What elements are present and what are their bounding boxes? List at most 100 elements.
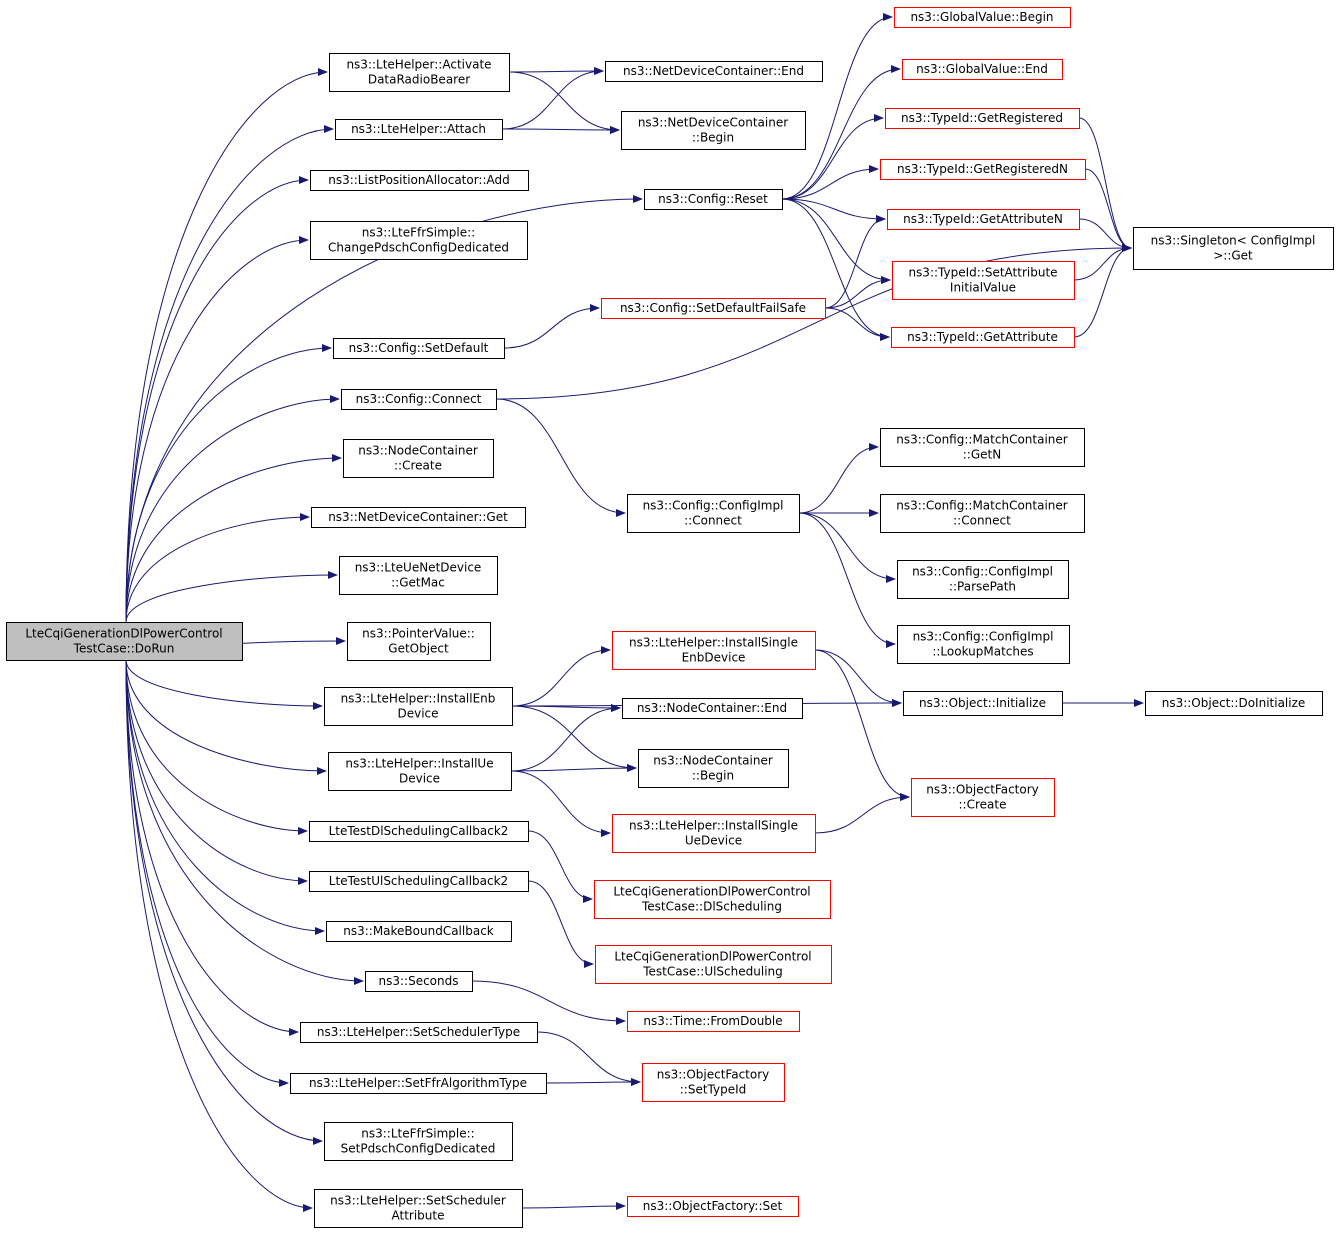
node-label-line: ns3::LteUeNetDevice [355,561,482,575]
node-box [644,189,783,210]
node-label-line: ns3::LteHelper::Attach [351,122,486,136]
node-getRegisteredN[interactable]: ns3::TypeId::GetRegisteredN [880,159,1086,180]
node-ncCreate[interactable]: ns3::NodeContainer::Create [343,439,494,478]
edge-root-to-attach [125,125,334,623]
node-seconds[interactable]: ns3::Seconds [365,971,473,992]
node-ulCb[interactable]: LteTestUlSchedulingCallback2 [309,871,529,892]
node-label-line: ns3::Config::Reset [658,192,768,206]
edge-setDefaultFS-to-getAttributeN [824,215,886,309]
node-mcGetN[interactable]: ns3::Config::MatchContainer::GetN [880,428,1085,467]
node-label-line: TestCase::UlScheduling [642,965,783,979]
node-root[interactable]: LteCqiGenerationDlPowerControlTestCase::… [6,622,243,661]
node-label-line: ns3::Config::SetDefaultFailSafe [620,301,806,315]
edge-setSchedType-to-ofSetTypeId [536,1031,641,1086]
node-ofCreate[interactable]: ns3::ObjectFactory::Create [911,778,1055,817]
node-connect[interactable]: ns3::Config::Connect [341,389,497,410]
edge-connect-to-singletonGet [495,244,1132,400]
node-objInit[interactable]: ns3::Object::Initialize [903,691,1063,716]
node-objDoInit[interactable]: ns3::Object::DoInitialize [1145,691,1323,716]
node-getAttribute[interactable]: ns3::TypeId::GetAttribute [891,327,1075,348]
node-box [311,507,526,528]
node-box [880,494,1085,533]
node-box [894,7,1071,28]
node-label-line: ::Create [959,798,1007,812]
node-ulSched[interactable]: LteCqiGenerationDlPowerControlTestCase::… [595,945,832,984]
node-getObject[interactable]: ns3::PointerValue::GetObject [347,622,491,661]
node-singletonGet[interactable]: ns3::Singleton< ConfigImpl >::Get [1133,227,1334,270]
node-label-line: ns3::Config::SetDefault [349,341,489,355]
node-label-line: ns3::ObjectFactory [926,783,1039,797]
edge-cfgImplConnect-to-mcGetN [798,443,879,514]
node-makeBound[interactable]: ns3::MakeBoundCallback [326,921,512,942]
node-ncEnd[interactable]: ns3::NodeContainer::End [622,698,803,719]
edge-attach-to-ndcEnd [501,67,604,130]
node-label-line: ns3::LteHelper::InstallSingle [629,819,798,833]
edge-setDefault-to-setDefaultFS [503,304,600,349]
node-label-line: ns3::Seconds [379,974,459,988]
node-box [622,698,803,719]
node-ndcGet[interactable]: ns3::NetDeviceContainer::Get [311,507,526,528]
node-parsePath[interactable]: ns3::Config::ConfigImpl::ParsePath [897,560,1069,599]
node-label-line: SetPdschConfigDedicated [341,1142,496,1156]
node-box [310,170,529,191]
node-mcConnect[interactable]: ns3::Config::MatchContainer::Connect [880,494,1085,533]
node-cfgImplConnect[interactable]: ns3::Config::ConfigImpl::Connect [627,494,800,533]
node-label-line: ns3::LteFfrSimple:: [361,1127,474,1141]
node-ncBegin[interactable]: ns3::NodeContainer::Begin [638,749,789,788]
node-changePdsch[interactable]: ns3::LteFfrSimple::ChangePdschConfigDedi… [310,221,528,260]
node-dlSched[interactable]: LteCqiGenerationDlPowerControlTestCase::… [594,880,831,919]
node-box [335,119,503,140]
node-ofSetTypeId[interactable]: ns3::ObjectFactory::SetTypeId [642,1063,785,1102]
node-ofSet[interactable]: ns3::ObjectFactory::Set [627,1196,799,1217]
node-label-line: ns3::Object::Initialize [919,696,1046,710]
edge-setFfrType-to-ofSetTypeId [545,1078,641,1087]
node-setPdsch[interactable]: ns3::LteFfrSimple::SetPdschConfigDedicat… [324,1122,513,1161]
edge-cfgReset-to-getRegisteredN [781,165,879,200]
node-label-line: ns3::ObjectFactory::Set [643,1199,783,1213]
node-cfgReset[interactable]: ns3::Config::Reset [644,189,783,210]
node-lpaAdd[interactable]: ns3::ListPositionAllocator::Add [310,170,529,191]
node-label-line: ::Begin [692,769,734,783]
node-box [329,53,510,92]
node-gvBegin[interactable]: ns3::GlobalValue::Begin [894,7,1071,28]
node-ndcBegin[interactable]: ns3::NetDeviceContainer::Begin [621,111,806,150]
node-label-line: ns3::TypeId::GetRegistered [901,111,1063,125]
node-label-line: ::LookupMatches [932,645,1033,659]
node-dlCb[interactable]: LteTestDlSchedulingCallback2 [309,821,529,842]
edge-activate-to-ndcBegin [508,71,620,134]
node-attach[interactable]: ns3::LteHelper::Attach [335,119,503,140]
node-label-line: ::Begin [692,131,734,145]
node-getRegistered[interactable]: ns3::TypeId::GetRegistered [885,108,1080,129]
node-label-line: UeDevice [685,834,742,848]
node-label-line: ns3::NodeContainer [358,444,478,458]
node-setFfrType[interactable]: ns3::LteHelper::SetFfrAlgorithmType [290,1073,547,1094]
node-gvEnd[interactable]: ns3::GlobalValue::End [902,59,1063,80]
edge-root-to-lpaAdd [125,176,309,623]
node-setSchedType[interactable]: ns3::LteHelper::SetSchedulerType [300,1022,538,1043]
node-label-line: ns3::MakeBoundCallback [343,924,494,938]
node-box [885,108,1080,129]
node-label-line: ns3::LteHelper::SetSchedulerType [317,1025,520,1039]
edge-cfgImplConnect-to-parsePath [798,512,896,583]
edge-installEnb-to-ncBegin [511,705,637,772]
edge-connect-to-cfgImplConnect [495,398,626,517]
node-lookupMatches[interactable]: ns3::Config::ConfigImpl::LookupMatches [897,625,1070,664]
node-setDefault[interactable]: ns3::Config::SetDefault [333,338,505,359]
node-getAttributeN[interactable]: ns3::TypeId::GetAttributeN [887,209,1080,230]
node-ndcEnd[interactable]: ns3::NetDeviceContainer::End [605,61,823,82]
edge-root-to-installEnb [125,659,323,710]
node-fromDouble[interactable]: ns3::Time::FromDouble [627,1011,800,1032]
node-box [290,1073,547,1094]
node-setDefaultFS[interactable]: ns3::Config::SetDefaultFailSafe [601,298,826,319]
node-label-line: ::Create [394,459,442,473]
node-getMac[interactable]: ns3::LteUeNetDevice::GetMac [339,556,498,595]
node-label-line: ns3::Config::MatchContainer [896,433,1067,447]
edge-getAttribute-to-singletonGet [1073,244,1132,338]
